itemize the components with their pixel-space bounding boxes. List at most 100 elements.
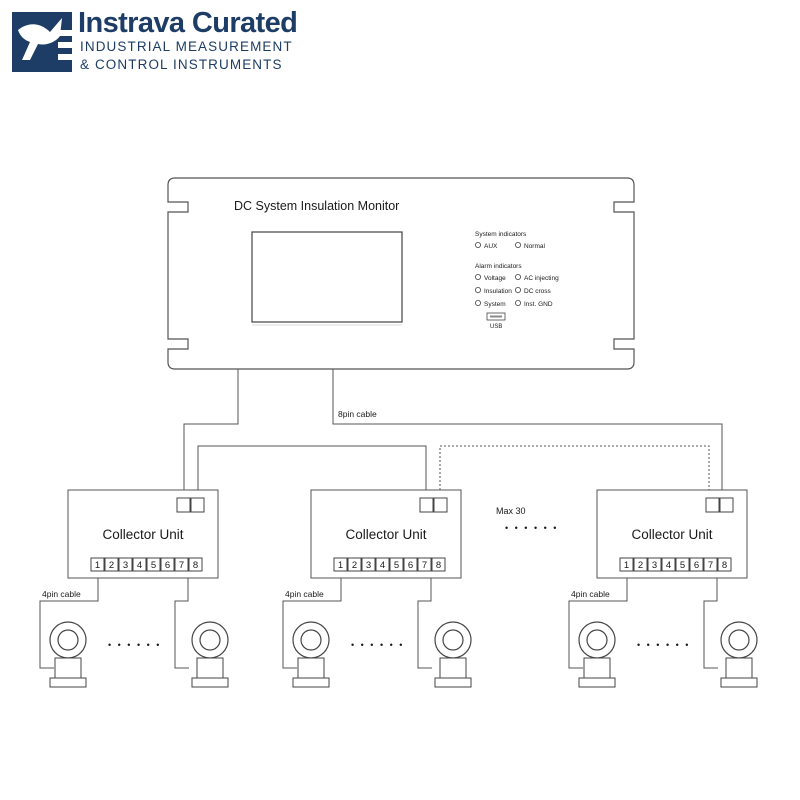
terminal-3 bbox=[118, 557, 133, 572]
terminal-4 bbox=[375, 557, 390, 572]
terminal-5 bbox=[146, 557, 161, 572]
brand-tagline-2: & CONTROL INSTRUMENTS bbox=[80, 57, 283, 72]
indicator-normal: Normal bbox=[524, 243, 546, 250]
indicator-led-icon bbox=[474, 273, 481, 280]
terminal-1 bbox=[90, 557, 105, 572]
indicator-led-icon bbox=[474, 241, 481, 248]
terminal-number: 6 bbox=[165, 560, 170, 571]
terminal-6 bbox=[160, 557, 175, 572]
collector-unit-label: Collector Unit bbox=[102, 527, 183, 542]
current-sensor-icon bbox=[292, 621, 330, 688]
cable-4pin-label: 4pin cable bbox=[285, 589, 324, 599]
terminal-8 bbox=[717, 557, 732, 572]
terminal-number: 4 bbox=[666, 560, 671, 571]
terminal-7 bbox=[703, 557, 718, 572]
terminal-number: 5 bbox=[394, 560, 399, 571]
sensor-group-3: 4pin cable • • • • • • bbox=[568, 578, 758, 688]
indicator-dc-cross: DC cross bbox=[524, 288, 551, 295]
indicator-insulation: Insulation bbox=[484, 288, 512, 295]
sensor-group-1: 4pin cable • • • • • • bbox=[39, 578, 229, 688]
terminal-number: 2 bbox=[352, 560, 357, 571]
sensor-group-2: 4pin cable • • • • • • bbox=[282, 578, 472, 688]
terminal-3 bbox=[361, 557, 376, 572]
indicator-aux: AUX bbox=[484, 243, 498, 250]
cable-8pin-label: 8pin cable bbox=[338, 409, 377, 419]
indicator-led-icon bbox=[474, 286, 481, 293]
sensor-ellipsis: • • • • • • bbox=[637, 640, 690, 650]
terminal-2 bbox=[633, 557, 648, 572]
indicator-voltage: Voltage bbox=[484, 275, 506, 282]
terminal-number: 2 bbox=[638, 560, 643, 571]
indicator-ac-injecting: AC injecting bbox=[524, 275, 559, 282]
terminal-number: 6 bbox=[408, 560, 413, 571]
monitor-title: DC System Insulation Monitor bbox=[234, 199, 399, 213]
indicator-led-icon bbox=[515, 241, 522, 248]
indicator-system: System bbox=[484, 301, 506, 308]
terminal-4 bbox=[132, 557, 147, 572]
terminal-1 bbox=[619, 557, 634, 572]
terminal-number: 8 bbox=[722, 560, 727, 571]
current-sensor-icon bbox=[720, 621, 758, 688]
insulation-monitor-unit: DC System Insulation Monitor System indi… bbox=[167, 177, 635, 370]
current-sensor-icon bbox=[191, 621, 229, 688]
sensor-ellipsis: • • • • • • bbox=[351, 640, 404, 650]
cable-4pin-label: 4pin cable bbox=[571, 589, 610, 599]
terminal-8 bbox=[431, 557, 446, 572]
brand-logo: Instrava Curated INDUSTRIAL MEASUREMENT … bbox=[0, 0, 320, 80]
sensor-ellipsis: • • • • • • bbox=[108, 640, 161, 650]
terminal-1 bbox=[333, 557, 348, 572]
terminal-number: 8 bbox=[436, 560, 441, 571]
terminal-7 bbox=[417, 557, 432, 572]
terminal-number: 4 bbox=[380, 560, 385, 571]
indicator-led-icon bbox=[474, 299, 481, 306]
terminal-number: 3 bbox=[366, 560, 371, 571]
current-sensor-icon bbox=[578, 621, 616, 688]
terminal-number: 4 bbox=[137, 560, 142, 571]
terminal-number: 2 bbox=[109, 560, 114, 571]
indicator-inst-gnd: Inst. GND bbox=[524, 301, 553, 308]
terminal-6 bbox=[403, 557, 418, 572]
terminal-number: 7 bbox=[422, 560, 427, 571]
cable-wiring bbox=[183, 369, 723, 498]
terminal-number: 3 bbox=[652, 560, 657, 571]
terminal-number: 7 bbox=[179, 560, 184, 571]
brand-tagline-1: INDUSTRIAL MEASUREMENT bbox=[80, 39, 293, 54]
terminal-6 bbox=[689, 557, 704, 572]
cable-4pin-label: 4pin cable bbox=[42, 589, 81, 599]
terminal-7 bbox=[174, 557, 189, 572]
monitor-display-screen bbox=[251, 231, 403, 323]
terminal-2 bbox=[104, 557, 119, 572]
indicator-led-icon bbox=[515, 299, 522, 306]
terminal-number: 1 bbox=[95, 560, 100, 571]
current-sensor-icon bbox=[434, 621, 472, 688]
alarm-indicators-label: Alarm indicators bbox=[475, 263, 522, 270]
brand-name: Instrava Curated bbox=[78, 7, 298, 39]
collector-ellipsis: • • • • • • bbox=[505, 523, 558, 533]
indicator-led-icon bbox=[515, 286, 522, 293]
brand-emblem-icon bbox=[12, 12, 72, 72]
terminal-5 bbox=[389, 557, 404, 572]
system-indicators-label: System indicators bbox=[475, 231, 527, 238]
terminal-number: 3 bbox=[123, 560, 128, 571]
collector-unit-label: Collector Unit bbox=[631, 527, 712, 542]
terminal-3 bbox=[647, 557, 662, 572]
terminal-number: 1 bbox=[338, 560, 343, 571]
terminal-number: 1 bbox=[624, 560, 629, 571]
current-sensor-icon bbox=[49, 621, 87, 688]
terminal-number: 6 bbox=[694, 560, 699, 571]
terminal-number: 5 bbox=[151, 560, 156, 571]
max-units-label: Max 30 bbox=[496, 506, 526, 516]
indicator-led-icon bbox=[515, 273, 522, 280]
usb-label: USB bbox=[490, 324, 502, 330]
terminal-4 bbox=[661, 557, 676, 572]
collector-unit-label: Collector Unit bbox=[345, 527, 426, 542]
terminal-2 bbox=[347, 557, 362, 572]
terminal-number: 7 bbox=[708, 560, 713, 571]
